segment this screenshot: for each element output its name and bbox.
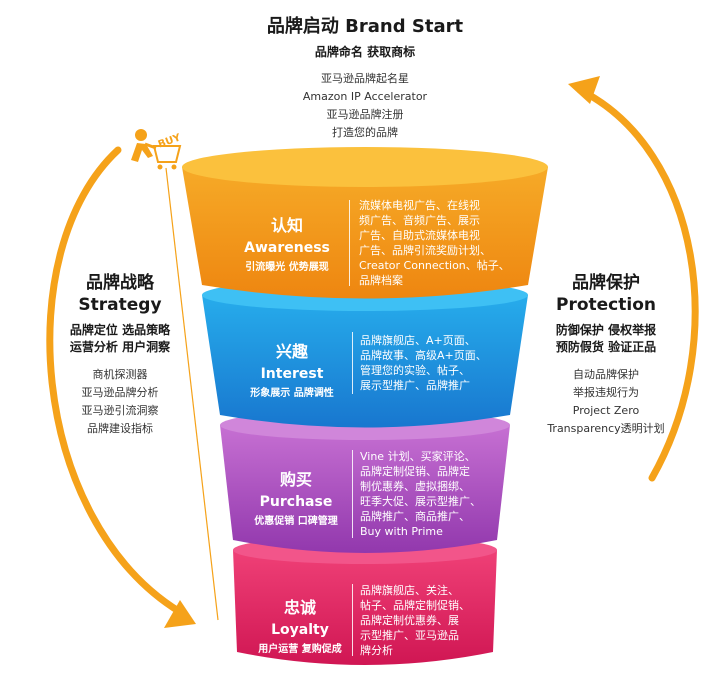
protection-item: Transparency透明计划	[547, 422, 665, 435]
level-description-purchase: Vine 计划、买家评论、 品牌定制促销、品牌定 制优惠券、虚拟捆绑、 旺季大促…	[360, 449, 510, 539]
strategy-item: 品牌建设指标	[87, 422, 153, 435]
strategy-item: 亚马逊引流洞察	[81, 404, 159, 417]
protection-subtitle: 预防假货 验证正品	[555, 340, 657, 354]
desc-line: 帖子、品牌定制促销、	[360, 599, 470, 612]
protection-title-cn: 品牌保护	[572, 273, 640, 293]
level-title-cn: 认知	[270, 216, 303, 235]
desc-line: 展示型推广、品牌推广	[360, 379, 470, 392]
level-title-cn: 忠诚	[283, 598, 316, 617]
desc-line: 品牌定制促销、品牌定	[360, 465, 470, 478]
desc-line: 旺季大促、展示型推广、	[360, 495, 481, 508]
funnel-level-loyalty: 忠诚 Loyalty 用户运营 复购促成	[250, 594, 350, 655]
brand-start-item: 亚马逊品牌起名星	[321, 72, 409, 85]
desc-line: 流媒体电视广告、在线视	[359, 199, 480, 212]
protection-title-en: Protection	[556, 295, 656, 315]
desc-line: Creator Connection、帖子、	[359, 259, 510, 272]
brand-start-section: 品牌启动 Brand Start 品牌命名 获取商标 亚马逊品牌起名星 Amaz…	[220, 12, 510, 142]
brand-start-subtitle: 品牌命名 获取商标	[314, 45, 416, 59]
protection-section: 品牌保护 Protection 防御保护 侵权举报 预防假货 验证正品 自动品牌…	[528, 272, 684, 438]
level-tagline: 优惠促销 口碑管理	[254, 516, 338, 527]
level-tagline: 形象展示 品牌调性	[250, 388, 334, 399]
level-title-en: Loyalty	[271, 622, 329, 638]
protection-subtitle: 防御保护 侵权举报	[555, 323, 657, 337]
strategy-item: 亚马逊品牌分析	[81, 386, 159, 399]
desc-line: 制优惠券、虚拟捆绑、	[360, 480, 470, 493]
funnel-level-interest: 兴趣 Interest 形象展示 品牌调性	[238, 338, 346, 399]
right-cycle-arrow	[576, 86, 699, 482]
strategy-subtitle: 运营分析 用户洞察	[69, 340, 171, 354]
brand-start-item: Amazon IP Accelerator	[302, 90, 428, 103]
brand-start-item: 亚马逊品牌注册	[326, 108, 404, 121]
brand-start-item: 打造您的品牌	[332, 126, 398, 139]
left-cycle-arrow	[46, 146, 184, 616]
desc-line: 品牌档案	[359, 274, 403, 287]
shopping-cart-icon	[131, 129, 182, 170]
level-title-cn: 兴趣	[275, 342, 308, 361]
brand-start-title: 品牌启动 Brand Start	[266, 16, 464, 37]
desc-line: Buy with Prime	[360, 525, 443, 538]
level-description-awareness: 流媒体电视广告、在线视 频广告、音频广告、展示 广告、自助式流媒体电视 广告、品…	[359, 198, 539, 288]
protection-item: 举报违规行为	[573, 386, 639, 399]
strategy-title-cn: 品牌战略	[86, 273, 154, 293]
desc-line: 品牌故事、高级A+页面、	[360, 349, 487, 362]
level-tagline: 引流曝光 优势展现	[245, 262, 329, 273]
desc-line: 品牌旗舰店、关注、	[360, 584, 459, 597]
level-description-interest: 品牌旗舰店、A+页面、 品牌故事、高级A+页面、 管理您的实验、帖子、 展示型推…	[360, 333, 520, 393]
desc-line: Vine 计划、买家评论、	[360, 450, 476, 463]
desc-line: 示型推广、亚马逊品	[360, 629, 459, 642]
level-title-en: Awareness	[244, 240, 330, 256]
funnel-level-purchase: 购买 Purchase 优惠促销 口碑管理	[244, 466, 348, 527]
desc-line: 品牌旗舰店、A+页面、	[360, 334, 476, 347]
desc-line: 广告、品牌引流奖励计划、	[359, 244, 491, 257]
right-arrowhead	[568, 76, 600, 104]
desc-line: 牌分析	[360, 644, 393, 657]
level-tagline: 用户运营 复购促成	[258, 644, 342, 655]
desc-line: 管理您的实验、帖子、	[360, 364, 470, 377]
left-arrowhead	[164, 600, 196, 628]
strategy-section: 品牌战略 Strategy 品牌定位 选品策略 运营分析 用户洞察 商机探测器 …	[50, 272, 190, 438]
desc-line: 频广告、音频广告、展示	[359, 214, 480, 227]
strategy-item: 商机探测器	[92, 368, 148, 381]
desc-line: 广告、自助式流媒体电视	[359, 229, 480, 242]
strategy-subtitle: 品牌定位 选品策略	[69, 323, 171, 337]
desc-line: 品牌定制优惠券、展	[360, 614, 459, 627]
level-title-cn: 购买	[279, 470, 312, 489]
level-title-en: Purchase	[259, 494, 333, 510]
protection-item: 自动品牌保护	[573, 368, 639, 381]
funnel-level-awareness: 认知 Awareness 引流曝光 优势展现	[232, 212, 342, 273]
strategy-title-en: Strategy	[78, 295, 162, 315]
protection-item: Project Zero	[572, 404, 640, 417]
level-description-loyalty: 品牌旗舰店、关注、 帖子、品牌定制促销、 品牌定制优惠券、展 示型推广、亚马逊品…	[360, 583, 495, 658]
level-title-en: Interest	[260, 366, 324, 382]
desc-line: 品牌推广、商品推广、	[360, 510, 470, 523]
